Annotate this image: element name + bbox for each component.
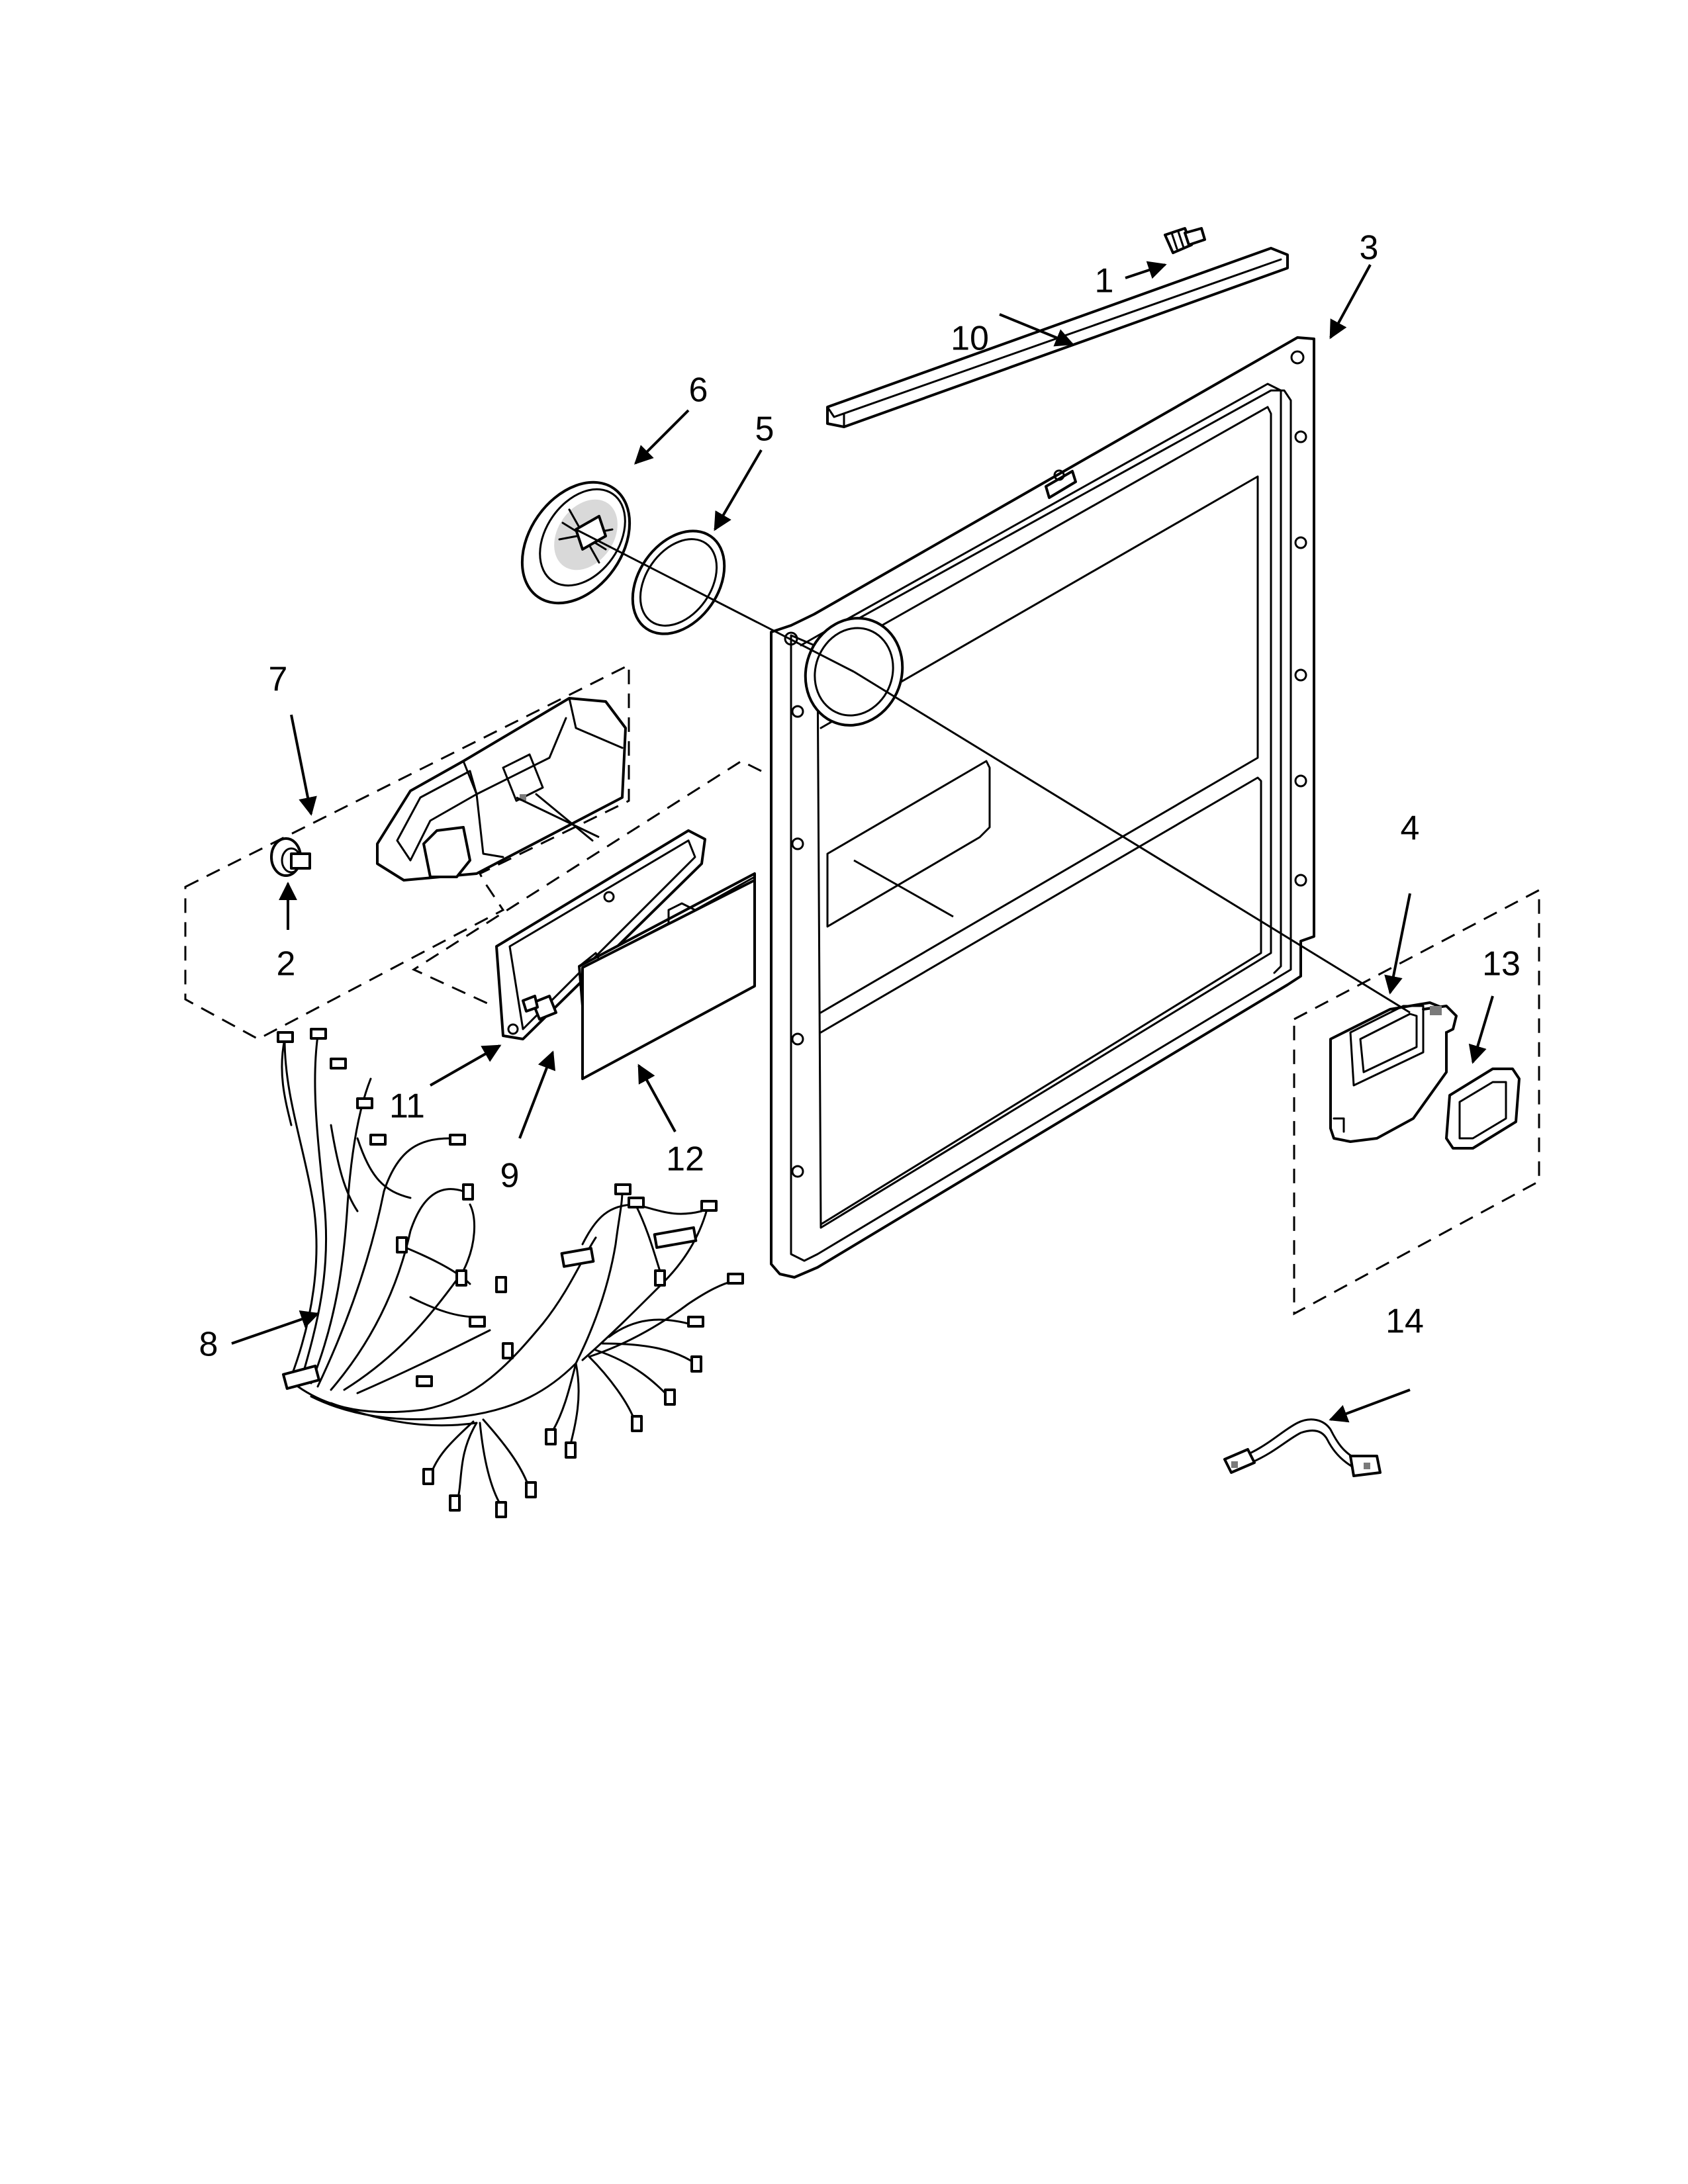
callout-14: 14 [1385, 1302, 1424, 1341]
callout-labels: 1 2 3 4 5 6 7 8 9 10 11 12 13 14 [199, 229, 1521, 1364]
wire-harness [277, 1028, 744, 1518]
screw-part-1 [1164, 227, 1206, 254]
callout-9: 9 [500, 1157, 520, 1195]
callout-2: 2 [277, 945, 296, 983]
vent-assembly [1293, 888, 1540, 1316]
callout-12: 12 [666, 1140, 704, 1179]
grommet-part-2 [270, 837, 311, 877]
control-board [578, 872, 756, 1080]
dispenser-assembly [184, 663, 630, 1040]
callout-arrows [231, 261, 1494, 1423]
callout-5: 5 [755, 410, 774, 449]
callout-6: 6 [689, 371, 708, 410]
control-board-bracket [411, 760, 762, 1040]
callout-11: 11 [389, 1087, 425, 1126]
callout-13: 13 [1482, 945, 1521, 983]
inner-door-panel [770, 336, 1315, 1279]
callout-3: 3 [1360, 229, 1379, 267]
vent-cover [520, 480, 632, 605]
cable-part-14 [1223, 1418, 1382, 1477]
screw-part-9 [522, 995, 557, 1021]
vent-gasket [1445, 1068, 1521, 1150]
callout-4: 4 [1401, 809, 1420, 848]
callout-7: 7 [269, 660, 288, 699]
callout-10: 10 [951, 320, 989, 358]
alignment-lines [516, 528, 1411, 1014]
callout-1: 1 [1095, 262, 1114, 300]
callout-8: 8 [199, 1326, 218, 1364]
